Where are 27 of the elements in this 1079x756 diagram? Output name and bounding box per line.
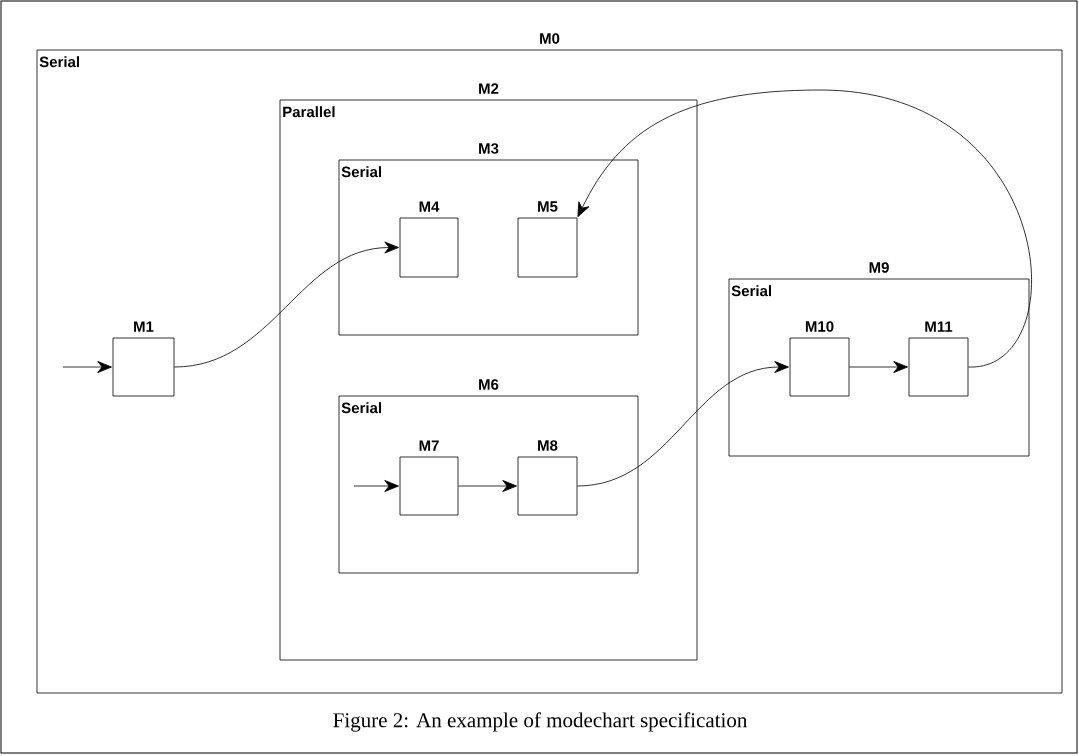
arrow bbox=[353, 480, 399, 492]
node-label: M8 bbox=[538, 440, 558, 451]
arrow bbox=[849, 361, 908, 373]
arrow bbox=[62, 361, 112, 373]
mode-box: M7 bbox=[399, 440, 459, 516]
node-label: M6 bbox=[479, 379, 499, 390]
node-label: M2 bbox=[479, 83, 499, 94]
mode-box: M8 bbox=[517, 440, 578, 516]
node-label: M5 bbox=[538, 201, 558, 212]
mode-box: M5 bbox=[517, 201, 578, 278]
arrow bbox=[458, 480, 517, 492]
node-label: M11 bbox=[925, 321, 953, 332]
mode-box: M11 bbox=[908, 321, 969, 397]
arrow bbox=[577, 361, 789, 487]
mode-box: M10 bbox=[789, 321, 850, 397]
mode-box: M4 bbox=[399, 201, 459, 278]
arrow bbox=[577, 89, 1032, 368]
mode-box: M1 bbox=[112, 321, 175, 397]
arrow bbox=[174, 241, 399, 368]
caption: Figure 2: An example of modechart specification bbox=[333, 712, 748, 732]
node-label: M0 bbox=[540, 33, 560, 44]
node-label: M9 bbox=[869, 262, 889, 273]
node-label: M7 bbox=[419, 440, 439, 451]
node-label: M3 bbox=[479, 143, 499, 154]
node-label: M1 bbox=[134, 321, 154, 332]
node-label: M4 bbox=[419, 201, 440, 212]
node-label: M10 bbox=[805, 321, 834, 332]
